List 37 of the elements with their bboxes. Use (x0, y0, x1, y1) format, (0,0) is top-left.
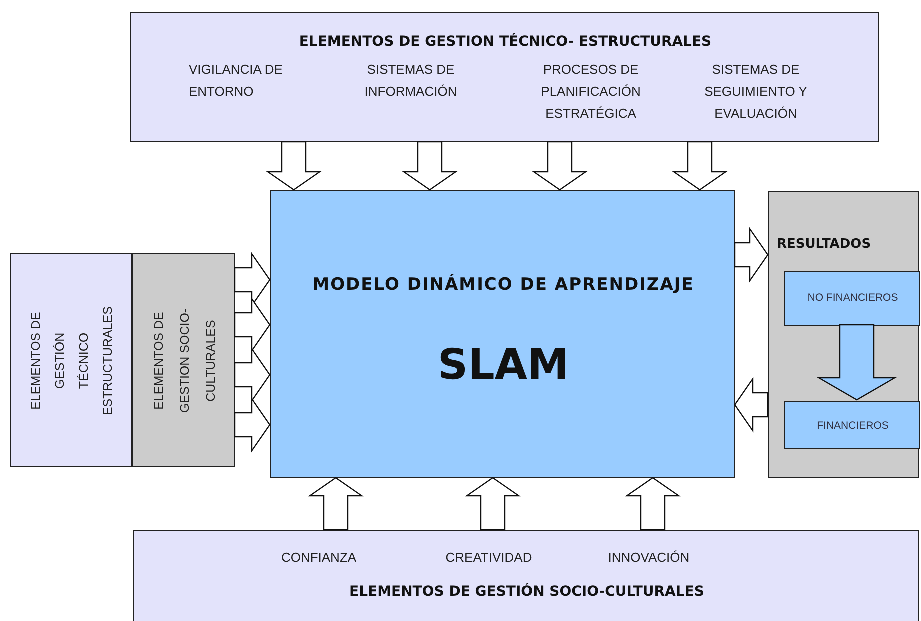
panel-heading: ELEMENTOS DE GESTION TÉCNICO- ESTRUCTURALES (298, 32, 713, 52)
item-label: VIGILANCIA DE ENTORNO (189, 61, 284, 101)
top-panel (130, 12, 879, 142)
block-arrow (734, 377, 769, 433)
block-arrow (672, 141, 728, 191)
result-box (784, 271, 920, 326)
item-label: PROCESOS DE PLANIFICACIÓN ESTRATÉGICA (540, 61, 642, 123)
results-panel (768, 191, 919, 478)
item-label: SISTEMAS DE SEGUIMIENTO Y EVALUACIÓN (704, 61, 808, 123)
item-label: CONFIANZA (280, 549, 358, 567)
block-arrow (734, 227, 769, 283)
panel-label: ELEMENTOS DE GESTION SOCIO-CULTURALES (150, 308, 218, 416)
item-label: INNOVACIÓN (607, 549, 691, 567)
model-box (270, 190, 735, 478)
panel-heading: ELEMENTOS DE GESTIÓN SOCIO-CULTURALES (348, 582, 706, 602)
model-heading: MODELO DINÁMICO DE APRENDIZAJE (312, 273, 696, 297)
block-arrow (625, 477, 681, 531)
results-heading: RESULTADOS (776, 236, 872, 254)
block-arrow (234, 397, 271, 453)
bottom-panel (133, 530, 919, 621)
result-label: FINANCIEROS (816, 419, 890, 434)
block-arrow (234, 347, 271, 403)
block-arrow (308, 477, 364, 531)
model-name: SLAM (436, 341, 570, 389)
block-arrow (532, 141, 588, 191)
item-label: CREATIVIDAD (444, 549, 534, 567)
result-label: NO FINANCIEROS (806, 291, 900, 306)
side-panel (10, 253, 132, 467)
block-arrow (465, 477, 521, 531)
side-panel (132, 253, 235, 467)
result-box (784, 401, 920, 449)
block-arrow (234, 297, 271, 353)
block-arrow (402, 141, 458, 191)
item-label: SISTEMAS DE INFORMACIÓN (364, 61, 458, 101)
block-arrow (816, 324, 898, 401)
block-arrow (266, 141, 322, 191)
panel-label: ELEMENTOS DE GESTIÓN TÉCNICO ESTRUCTURALES (32, 306, 112, 416)
